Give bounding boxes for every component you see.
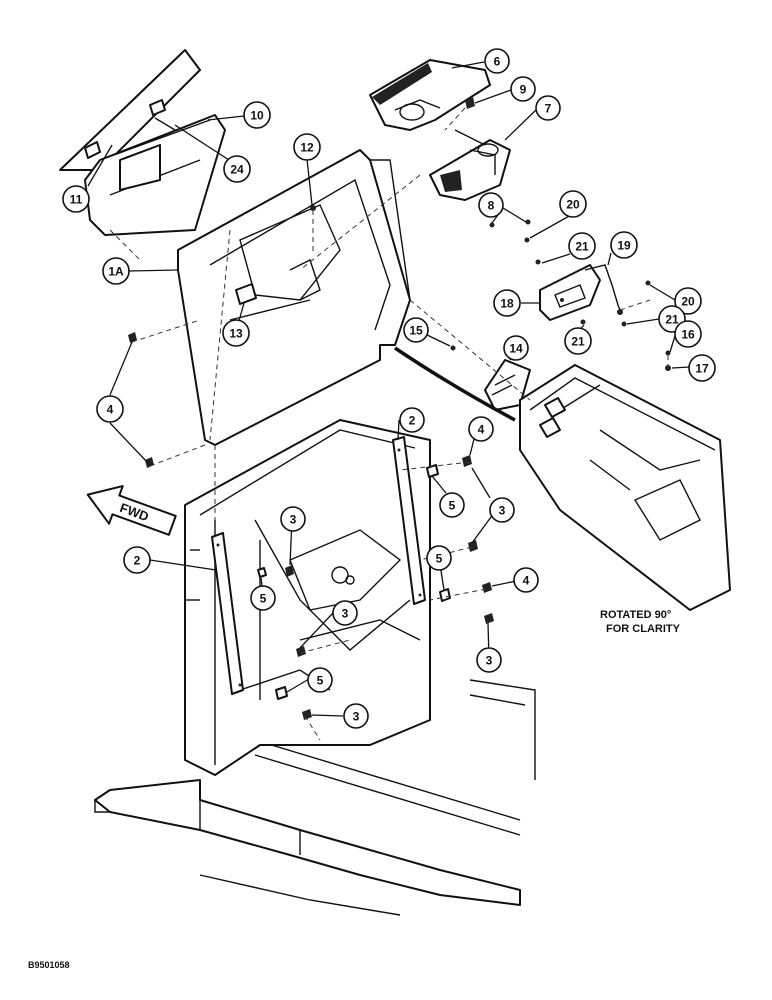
callout-4-right-lower: 4 <box>513 567 539 593</box>
assembly-lines <box>109 107 669 741</box>
callout-7: 7 <box>535 95 561 121</box>
callout-17: 17 <box>688 354 716 382</box>
svg-text:9: 9 <box>520 83 527 97</box>
svg-text:13: 13 <box>229 327 243 341</box>
hardware-items <box>128 97 671 720</box>
callout-12: 12 <box>293 133 321 161</box>
svg-text:15: 15 <box>409 324 423 338</box>
callout-18: 18 <box>493 289 521 317</box>
callout-2-right: 2 <box>399 407 425 433</box>
svg-text:11: 11 <box>70 193 83 207</box>
svg-text:7: 7 <box>545 102 552 116</box>
shroud-lower <box>429 129 511 201</box>
callout-5-upper: 5 <box>439 492 465 518</box>
callout-21-upper: 21 <box>568 232 596 260</box>
callout-2-left: 2 <box>123 546 151 574</box>
callout-4-right-upper: 4 <box>468 416 494 442</box>
callout-15: 15 <box>403 317 429 343</box>
upper-console-cover <box>177 149 411 446</box>
side-strip-right <box>392 436 426 605</box>
svg-text:3: 3 <box>486 654 493 668</box>
svg-text:5: 5 <box>436 552 443 566</box>
svg-text:17: 17 <box>695 362 709 376</box>
callout-20-upper: 20 <box>559 190 587 218</box>
callout-3-lower: 3 <box>343 703 369 729</box>
svg-text:4: 4 <box>107 403 114 417</box>
svg-text:18: 18 <box>500 297 514 311</box>
bracket-18 <box>539 264 601 321</box>
rotation-note-line2: FOR CLARITY <box>606 623 681 635</box>
callout-5-left: 5 <box>250 585 276 611</box>
callout-24: 24 <box>223 155 251 183</box>
svg-text:20: 20 <box>681 295 695 309</box>
svg-text:3: 3 <box>290 513 297 527</box>
side-strip-left <box>211 532 244 695</box>
svg-text:20: 20 <box>566 198 580 212</box>
svg-text:19: 19 <box>617 239 631 253</box>
svg-text:4: 4 <box>523 574 530 588</box>
callout-9: 9 <box>510 76 536 102</box>
svg-text:2: 2 <box>409 414 416 428</box>
figure-reference-number: B9501058 <box>28 960 70 970</box>
callout-3-right-upper: 3 <box>489 497 515 523</box>
callout-13: 13 <box>222 319 250 347</box>
svg-text:2: 2 <box>134 554 141 568</box>
callout-6: 6 <box>484 48 510 74</box>
callout-3-mid: 3 <box>332 600 358 626</box>
callout-5-right: 5 <box>426 545 452 571</box>
callout-14: 14 <box>503 335 529 361</box>
svg-text:3: 3 <box>353 710 360 724</box>
shroud-upper <box>369 59 491 131</box>
cable-19 <box>584 264 623 315</box>
callout-1A: 1A <box>102 257 130 285</box>
callout-16: 16 <box>674 320 702 348</box>
svg-text:21: 21 <box>665 313 679 327</box>
svg-text:21: 21 <box>575 240 589 254</box>
rotated-panel-view <box>519 364 731 611</box>
svg-text:24: 24 <box>230 163 244 177</box>
svg-text:5: 5 <box>449 499 456 513</box>
svg-text:3: 3 <box>499 504 506 518</box>
callout-8: 8 <box>478 192 504 218</box>
seal-strip-15 <box>394 346 516 422</box>
svg-text:12: 12 <box>300 141 314 155</box>
callout-3-center: 3 <box>280 506 306 532</box>
callout-5-lower: 5 <box>307 667 333 693</box>
callout-21-lower: 21 <box>564 327 592 355</box>
callout-20-lower: 20 <box>674 287 702 315</box>
callout-11: 11 <box>62 185 90 213</box>
fwd-arrow: FWD <box>86 485 177 536</box>
svg-text:1A: 1A <box>108 265 124 279</box>
svg-text:3: 3 <box>342 607 349 621</box>
svg-text:8: 8 <box>488 199 495 213</box>
svg-text:14: 14 <box>509 342 523 356</box>
callout-3-right-lower: 3 <box>476 647 502 673</box>
svg-text:21: 21 <box>571 335 585 349</box>
callout-4-left: 4 <box>96 395 124 423</box>
svg-text:5: 5 <box>260 592 267 606</box>
svg-text:5: 5 <box>317 674 324 688</box>
callout-19: 19 <box>610 231 638 259</box>
base-frame <box>94 679 536 916</box>
storage-box <box>59 49 226 236</box>
svg-text:6: 6 <box>494 55 501 69</box>
rotation-note: ROTATED 90° FOR CLARITY <box>600 609 681 635</box>
svg-text:4: 4 <box>478 423 485 437</box>
callout-10: 10 <box>243 101 271 129</box>
svg-text:16: 16 <box>681 328 695 342</box>
rotation-note-line1: ROTATED 90° <box>600 609 671 621</box>
svg-text:10: 10 <box>250 109 264 123</box>
